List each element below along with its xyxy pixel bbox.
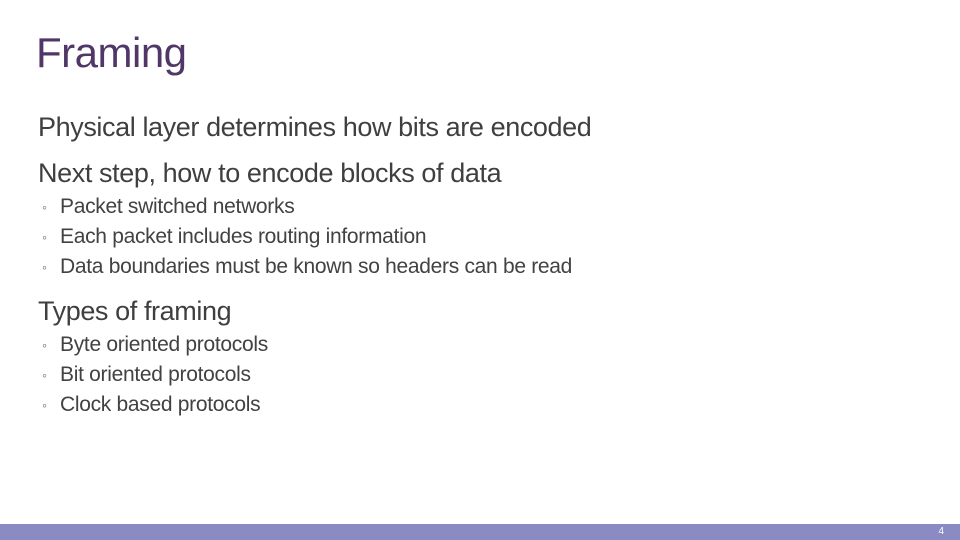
bullet-text: Packet switched networks xyxy=(60,195,295,218)
list-item: ◦ Data boundaries must be known so header… xyxy=(42,252,572,282)
bullet-text: Data boundaries must be known so headers… xyxy=(60,255,573,278)
bullet-circle-icon: ◦ xyxy=(42,397,47,413)
bullet-text: Bit oriented protocols xyxy=(60,363,251,386)
footer-bar: 4 xyxy=(0,524,960,540)
bullet-list-encoding: ◦ Packet switched networks ◦ Each packet i… xyxy=(42,192,572,282)
list-item: ◦ Packet switched networks xyxy=(42,192,572,222)
bullet-list-framing-types: ◦ Byte oriented protocols ◦ Bit oriented p… xyxy=(42,330,268,420)
body-heading-next-step: Next step, how to encode blocks of data xyxy=(38,158,502,188)
list-item: ◦ Byte oriented protocols xyxy=(42,330,268,360)
bullet-text: Clock based protocols xyxy=(60,393,261,416)
slide-title: Framing xyxy=(36,29,187,76)
bullet-circle-icon: ◦ xyxy=(42,337,47,353)
body-heading-types-of-framing: Types of framing xyxy=(38,296,232,326)
bullet-text: Each packet includes routing information xyxy=(60,225,427,248)
list-item: ◦ Bit oriented protocols xyxy=(42,360,268,390)
bullet-text: Byte oriented protocols xyxy=(60,333,268,356)
list-item: ◦ Clock based protocols xyxy=(42,390,268,420)
body-heading-physical-layer: Physical layer determines how bits are e… xyxy=(38,112,592,142)
bullet-circle-icon: ◦ xyxy=(42,229,47,245)
bullet-circle-icon: ◦ xyxy=(42,259,47,275)
page-number: 4 xyxy=(938,526,944,537)
bullet-circle-icon: ◦ xyxy=(42,199,47,215)
list-item: ◦ Each packet includes routing informatio… xyxy=(42,222,572,252)
bullet-circle-icon: ◦ xyxy=(42,367,47,383)
